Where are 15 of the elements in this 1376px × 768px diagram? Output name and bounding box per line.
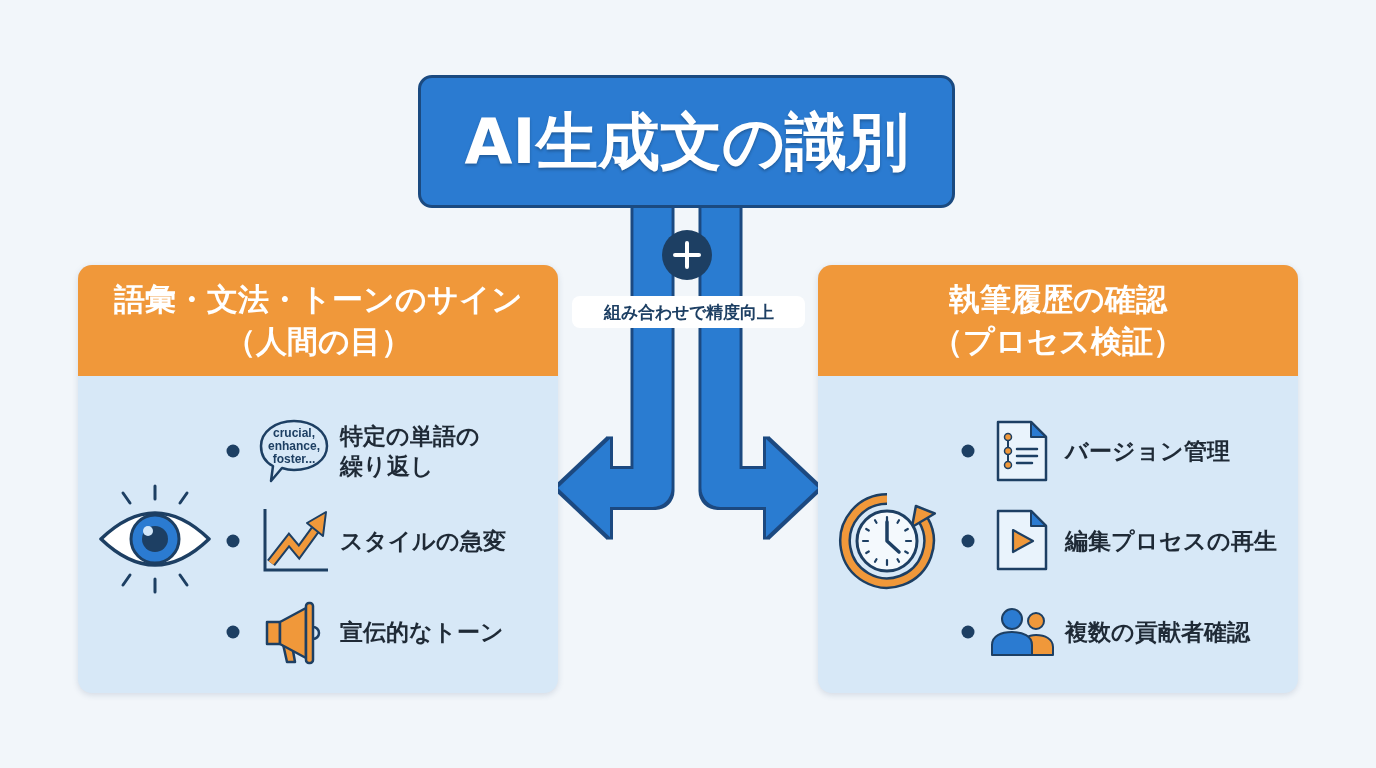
item-text: 編集プロセスの再生 bbox=[1065, 527, 1278, 556]
block-arrow bbox=[558, 208, 672, 537]
item-text: スタイルの急変 bbox=[340, 527, 507, 556]
title-box: AI生成文の識別 bbox=[418, 75, 955, 208]
item-text: バージョン管理 bbox=[1065, 437, 1231, 466]
panel-heading: 執筆履歴の確認（プロセス検証） bbox=[818, 265, 1298, 376]
speech-bubble: crucial, enhance, foster... bbox=[258, 418, 330, 484]
note-label: 組み合わせで精度向上 bbox=[572, 296, 805, 328]
panel-card bbox=[78, 265, 558, 693]
item-text: 宣伝的なトーン bbox=[340, 618, 505, 647]
panel-heading: 語彙・文法・トーンのサイン（人間の目） bbox=[78, 265, 558, 376]
item-text: 特定の単語の繰り返し bbox=[340, 422, 481, 481]
panel-card bbox=[818, 265, 1298, 693]
item-text: 複数の貢献者確認 bbox=[1065, 618, 1252, 647]
block-arrow bbox=[701, 208, 818, 537]
